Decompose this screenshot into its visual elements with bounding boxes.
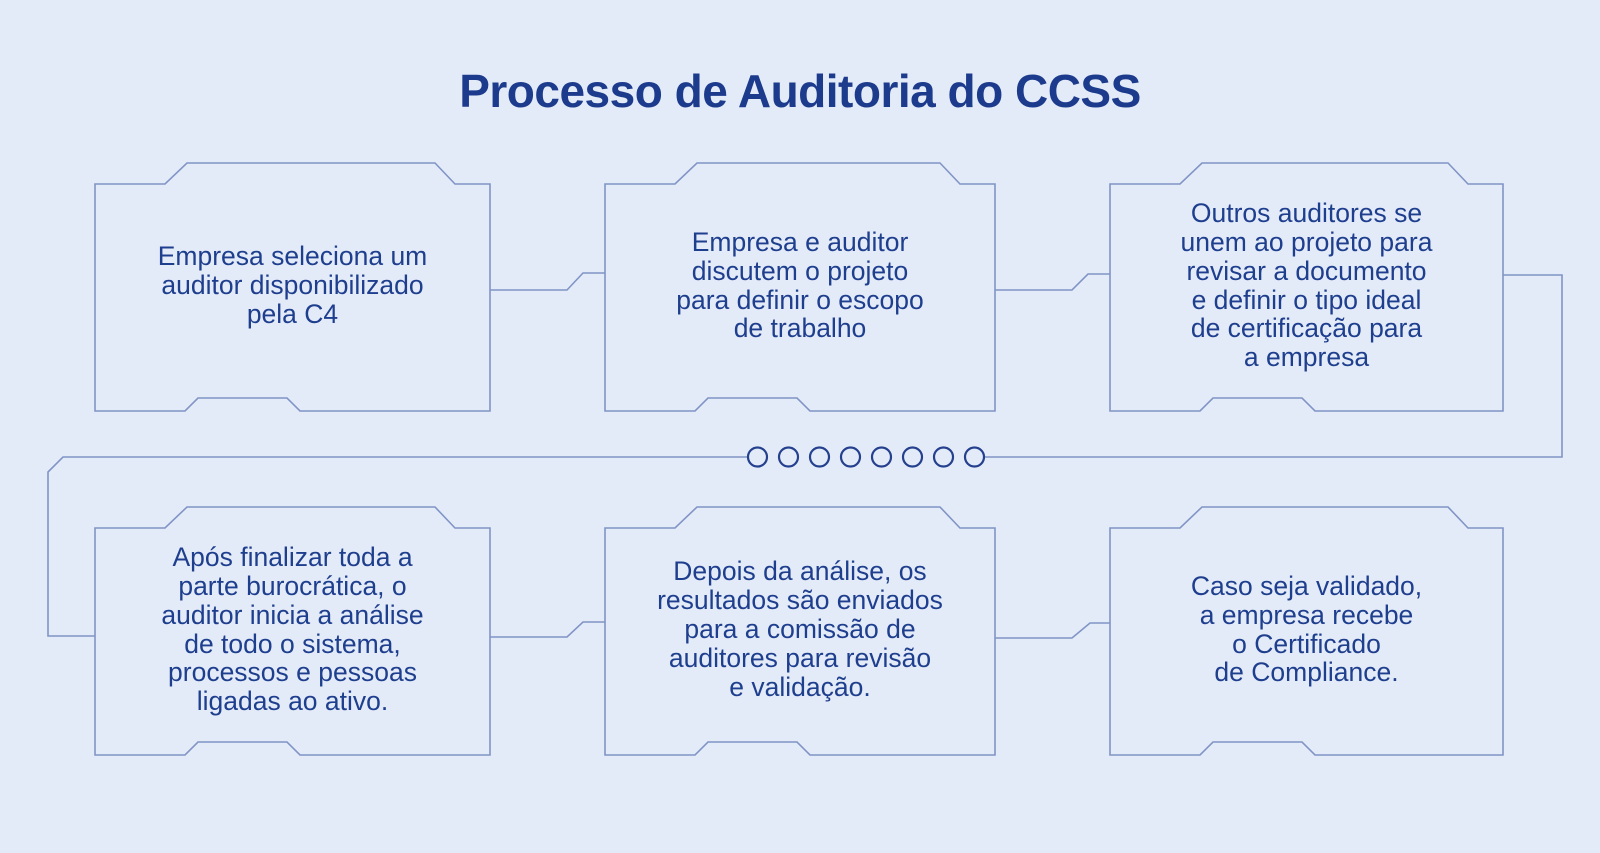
divider-dot-icon: [963, 446, 986, 468]
step-box-outline-4: [94, 506, 491, 756]
step-box-outline-6: [1109, 506, 1504, 756]
step-text-2: Empresa e auditor discutem o projeto par…: [676, 226, 924, 344]
step-text-6: Caso seja validado, a empresa recebe o C…: [1190, 570, 1423, 688]
divider-dot-icon: [839, 446, 862, 468]
page-title: Processo de Auditoria do CCSS: [459, 65, 1141, 117]
step-box-outline-1: [94, 162, 491, 412]
divider-dot-icon: [870, 446, 893, 468]
connector-step2-step3: [995, 273, 1110, 291]
connector-divider-step4: [47, 456, 748, 637]
step-text-1: Empresa seleciona um auditor disponibili…: [157, 241, 428, 329]
step-text-3: Outros auditores se unem ao projeto para…: [1180, 197, 1433, 373]
step-text-4: Após finalizar toda a parte burocrática,…: [161, 541, 424, 717]
step-box-outline-5: [604, 506, 996, 756]
connector-step5-step6: [995, 622, 1110, 639]
divider-dot-icon: [808, 446, 831, 468]
divider-dot-icon: [901, 446, 924, 468]
connector-step1-step2: [490, 272, 605, 291]
divider-dot-icon: [777, 446, 800, 468]
connector-step4-step5: [490, 621, 605, 638]
divider-dot-icon: [932, 446, 955, 468]
step-box-outline-2: [604, 162, 996, 412]
divider-dot-icon: [746, 446, 769, 468]
step-box-outline-3: [1109, 162, 1504, 412]
step-text-5: Depois da análise, os resultados são env…: [657, 556, 943, 702]
connector-step3-divider: [984, 274, 1563, 458]
